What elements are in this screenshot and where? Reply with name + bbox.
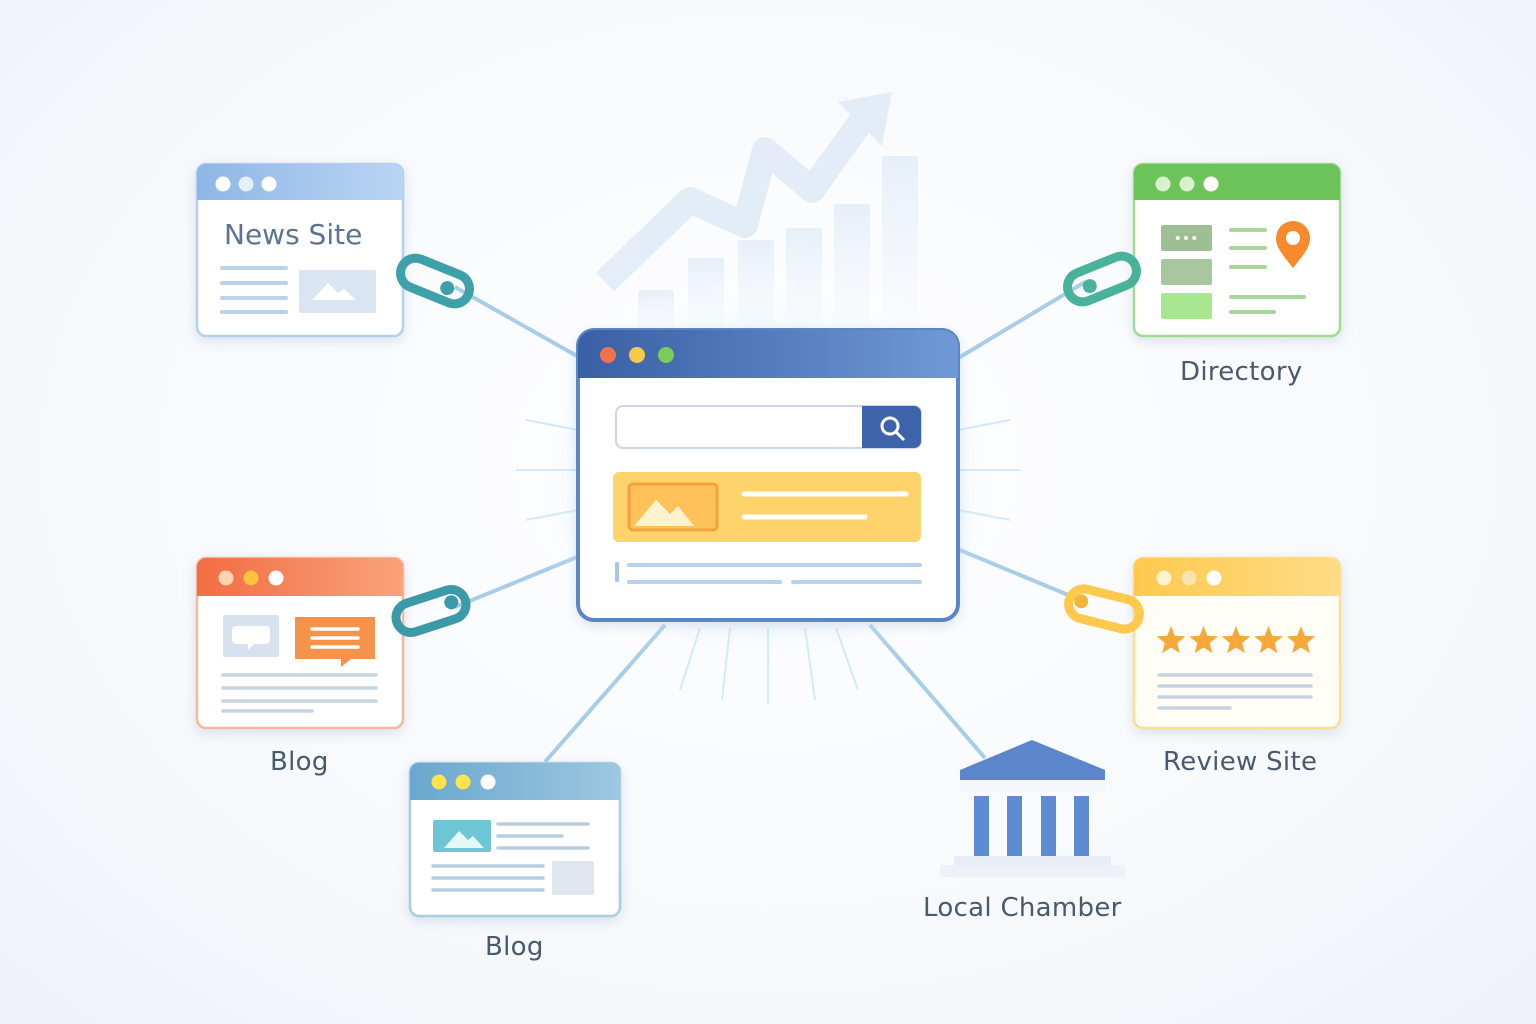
- directory-label: Directory: [1180, 357, 1303, 387]
- blog-card-left: [195, 556, 405, 730]
- map-pin-icon: [1276, 221, 1310, 268]
- window-close-dot: [600, 347, 616, 363]
- star-icon: [1189, 626, 1218, 654]
- star-rating: [1156, 626, 1316, 654]
- chain-link-icon: [391, 585, 471, 637]
- star-icon: [1286, 626, 1316, 654]
- svg-text:•••: •••: [1174, 231, 1199, 247]
- hub-website: [576, 328, 960, 622]
- window-maximize-dot: [658, 347, 674, 363]
- blog-left-label: Blog: [270, 747, 329, 777]
- directory-card: •••: [1132, 162, 1342, 338]
- chain-link-icon: [1063, 251, 1141, 307]
- chain-link-icon: [396, 253, 474, 309]
- search-button[interactable]: [862, 406, 921, 448]
- review-site-card: [1132, 556, 1342, 730]
- window-minimize-dot: [629, 347, 645, 363]
- blog-card-bottom: [408, 761, 622, 918]
- news-site-title: News Site: [224, 218, 362, 251]
- image-icon: [299, 270, 376, 313]
- search-icon: [880, 416, 906, 442]
- news-site-card: News Site: [195, 162, 405, 338]
- star-icon: [1221, 626, 1251, 654]
- review-site-label: Review Site: [1163, 747, 1318, 777]
- chain-link-icon: [1064, 584, 1144, 634]
- chat-bubble-icon: [232, 626, 270, 650]
- star-icon: [1156, 626, 1186, 654]
- blog-bottom-label: Blog: [485, 932, 544, 962]
- building-columns-icon: [940, 740, 1125, 877]
- star-icon: [1254, 626, 1283, 654]
- local-chamber-label: Local Chamber: [923, 893, 1122, 923]
- glow-rays: [516, 419, 1020, 705]
